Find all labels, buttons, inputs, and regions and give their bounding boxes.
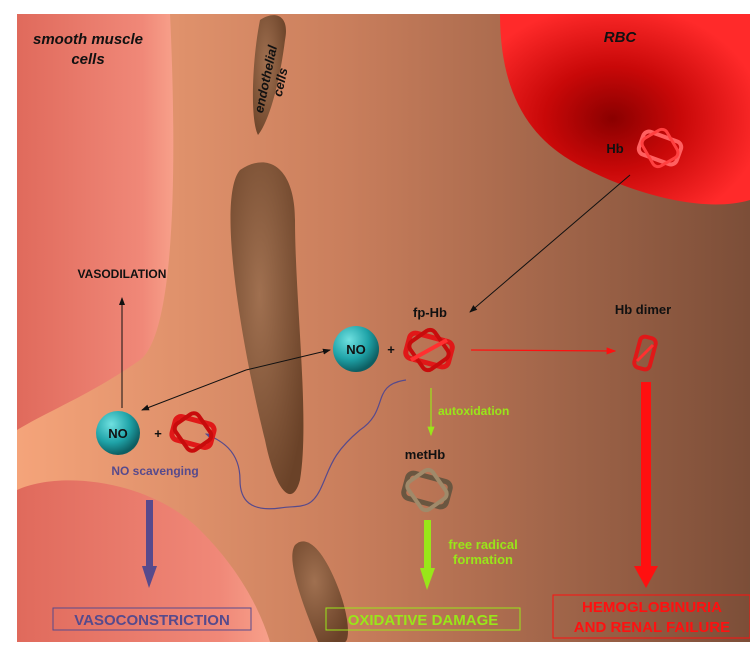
endothelial-label-2: cells	[270, 66, 291, 97]
red-blood-cell	[500, 14, 750, 205]
hb-no-complex-icon	[169, 411, 217, 453]
no-label: NO	[346, 342, 366, 357]
scavenging-curve-arrow	[204, 379, 407, 510]
free-radical-label-1: free radical	[448, 537, 517, 552]
renal-arrow-shaft	[641, 382, 651, 572]
oxidative-arrow-head	[420, 568, 435, 590]
methb-label: metHb	[405, 447, 446, 462]
endothelial-cell-middle	[230, 162, 304, 495]
autoxidation-label: autoxidation	[438, 404, 509, 418]
renal-label-1: HEMOGLOBINURIA	[582, 599, 722, 616]
renal-arrow-head	[634, 566, 658, 588]
vasoconstriction-label: VASOCONSTRICTION	[74, 612, 230, 629]
smooth-muscle-label-2: cells	[71, 51, 104, 68]
renal-label-2: AND RENAL FAILURE	[574, 619, 730, 636]
methb-molecule-icon	[401, 467, 453, 513]
hb-dimer-label: Hb dimer	[615, 302, 671, 317]
vasoconstriction-arrow-shaft	[146, 500, 153, 570]
smooth-muscle-lower	[17, 480, 270, 642]
renal-failure-box	[552, 594, 750, 639]
fp-hb-label: fp-Hb	[413, 305, 447, 320]
diffusion-arrow-to-lumen	[245, 348, 331, 371]
vasoconstriction-box	[52, 607, 252, 631]
release-arrow	[469, 174, 631, 313]
free-radical-label-2: formation	[453, 552, 513, 567]
oxidative-damage-label: OXIDATIVE DAMAGE	[348, 612, 499, 629]
oxidative-arrow-shaft	[424, 520, 431, 572]
hb-dimer-molecule-icon	[632, 334, 658, 372]
smooth-muscle-upper	[17, 14, 174, 430]
diffusion-arrow-to-muscle	[141, 369, 247, 411]
plus-sign: +	[154, 426, 162, 441]
hb-molecule-icon	[636, 127, 684, 169]
vasodilation-label: VASODILATION	[78, 267, 167, 281]
no-label: NO	[108, 426, 128, 441]
dimerization-arrow	[470, 347, 617, 355]
endothelial-cell-top	[252, 15, 286, 135]
no-scavenging-label: NO scavenging	[111, 464, 198, 478]
plus-sign: +	[387, 342, 395, 357]
endothelial-cell-bottom	[292, 541, 348, 642]
oxidative-damage-box	[325, 607, 521, 631]
smooth-muscle-label-1: smooth muscle	[33, 31, 143, 48]
no-sphere-icon	[333, 326, 379, 372]
vasoconstriction-arrow-head	[142, 566, 157, 588]
rbc-label: RBC	[604, 29, 638, 46]
fp-hb-molecule-icon	[403, 327, 455, 373]
hb-label: Hb	[606, 141, 623, 156]
no-sphere-icon	[96, 411, 140, 455]
